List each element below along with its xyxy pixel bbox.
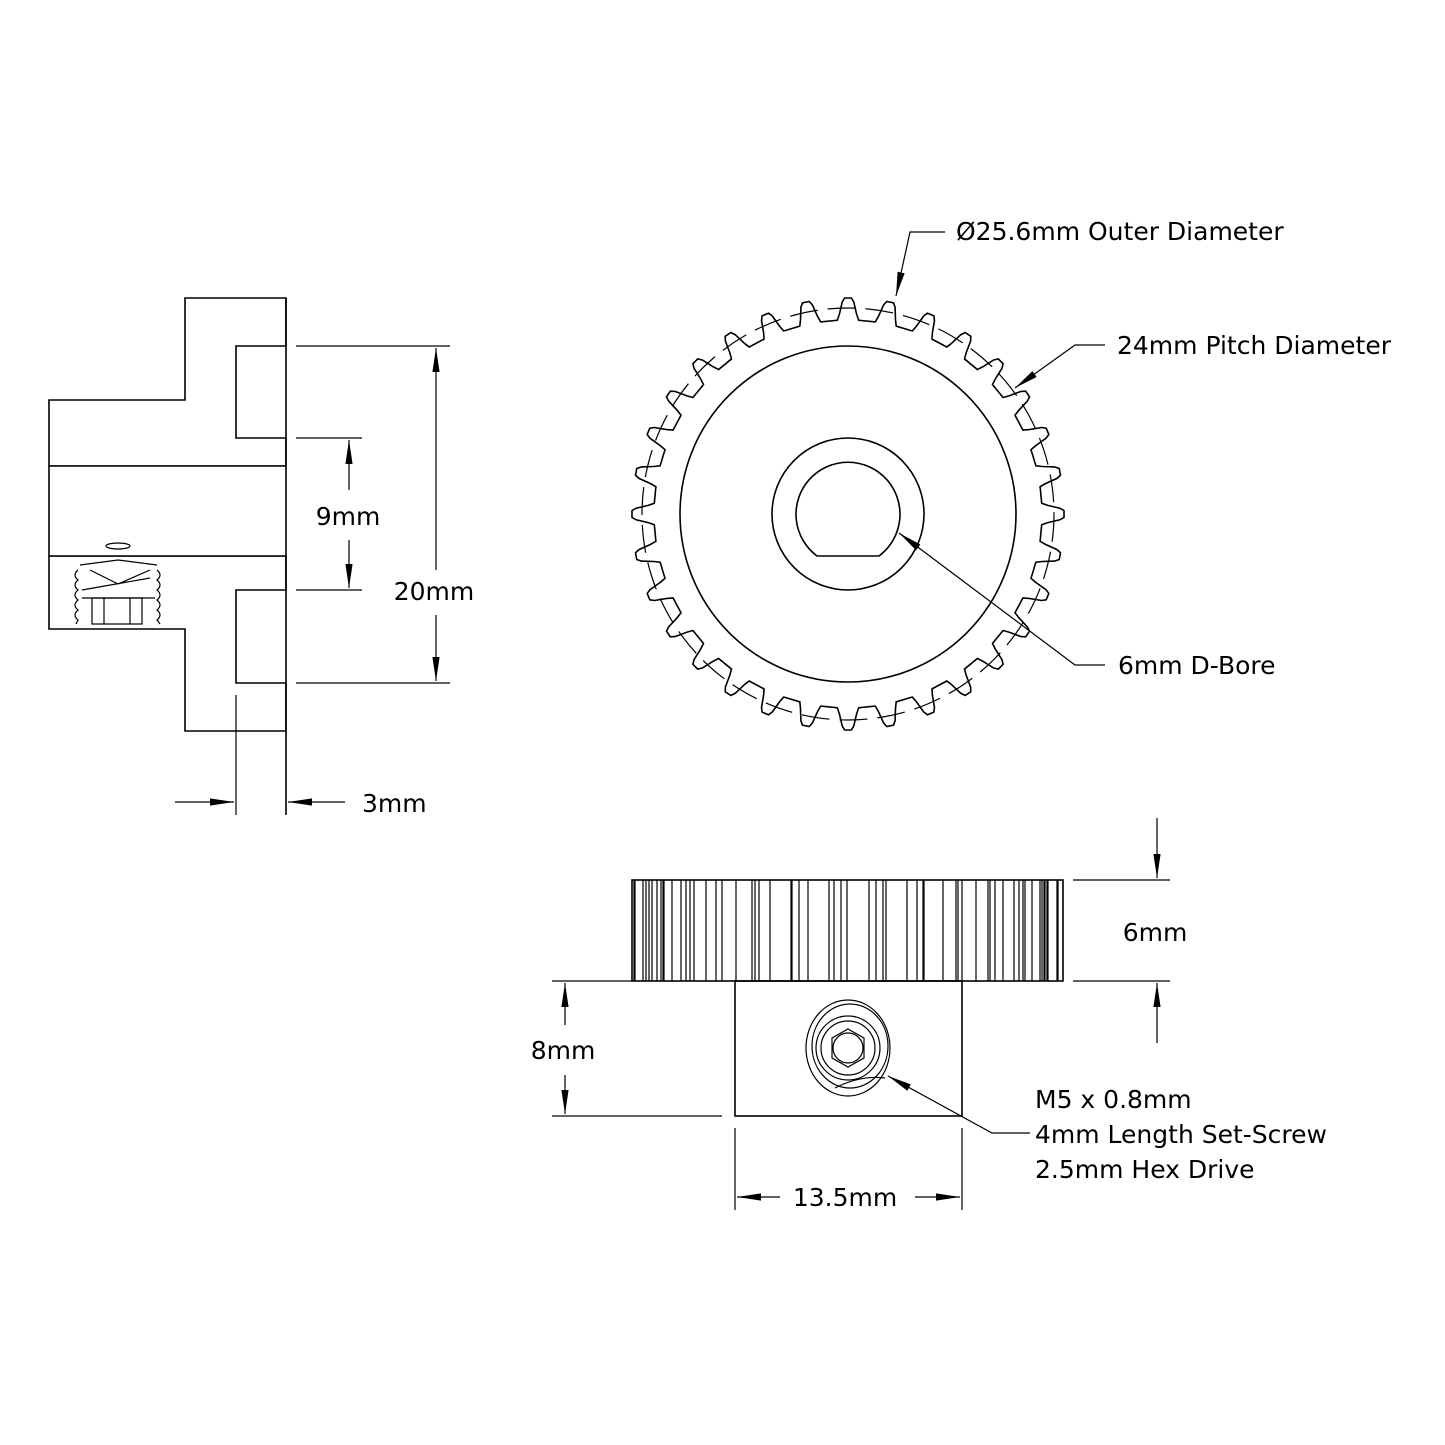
dim-3mm-label: 3mm bbox=[362, 789, 427, 818]
setscrew-drive-label: 2.5mm Hex Drive bbox=[1035, 1155, 1255, 1184]
outer-diameter-label: Ø25.6mm Outer Diameter bbox=[956, 217, 1284, 246]
gear-teeth-outline bbox=[631, 297, 1065, 731]
dim-9mm-label: 9mm bbox=[316, 502, 381, 531]
setscrew-section bbox=[74, 542, 161, 625]
dim-8mm-label: 8mm bbox=[531, 1036, 596, 1065]
pitch-diameter-label: 24mm Pitch Diameter bbox=[1117, 331, 1392, 360]
setscrew-thread-label: M5 x 0.8mm bbox=[1035, 1085, 1192, 1114]
hub-circle bbox=[679, 345, 1017, 683]
dim-20mm-label: 20mm bbox=[394, 577, 475, 606]
section-view: 20mm 9mm 3mm bbox=[48, 297, 475, 818]
d-bore bbox=[795, 461, 901, 557]
section-upper-body bbox=[48, 297, 287, 467]
setscrew-end bbox=[805, 999, 891, 1097]
d-bore-label: 6mm D-Bore bbox=[1118, 651, 1276, 680]
gear-tooth-side-lines bbox=[633, 880, 1059, 981]
setscrew-length-label: 4mm Length Set-Screw bbox=[1035, 1120, 1327, 1149]
bore-channel bbox=[49, 466, 286, 556]
front-view: Ø25.6mm Outer Diameter 24mm Pitch Diamet… bbox=[631, 217, 1392, 731]
dim-6mm-label: 6mm bbox=[1123, 918, 1188, 947]
hub-bore-circle bbox=[771, 437, 925, 591]
pitch-circle bbox=[641, 307, 1055, 721]
dim-13-5mm-label: 13.5mm bbox=[793, 1183, 897, 1212]
side-view: 6mm 8mm 13.5mm M5 x 0.8mm 4mm Length Set… bbox=[531, 818, 1327, 1212]
hub-side-body bbox=[734, 980, 963, 1117]
